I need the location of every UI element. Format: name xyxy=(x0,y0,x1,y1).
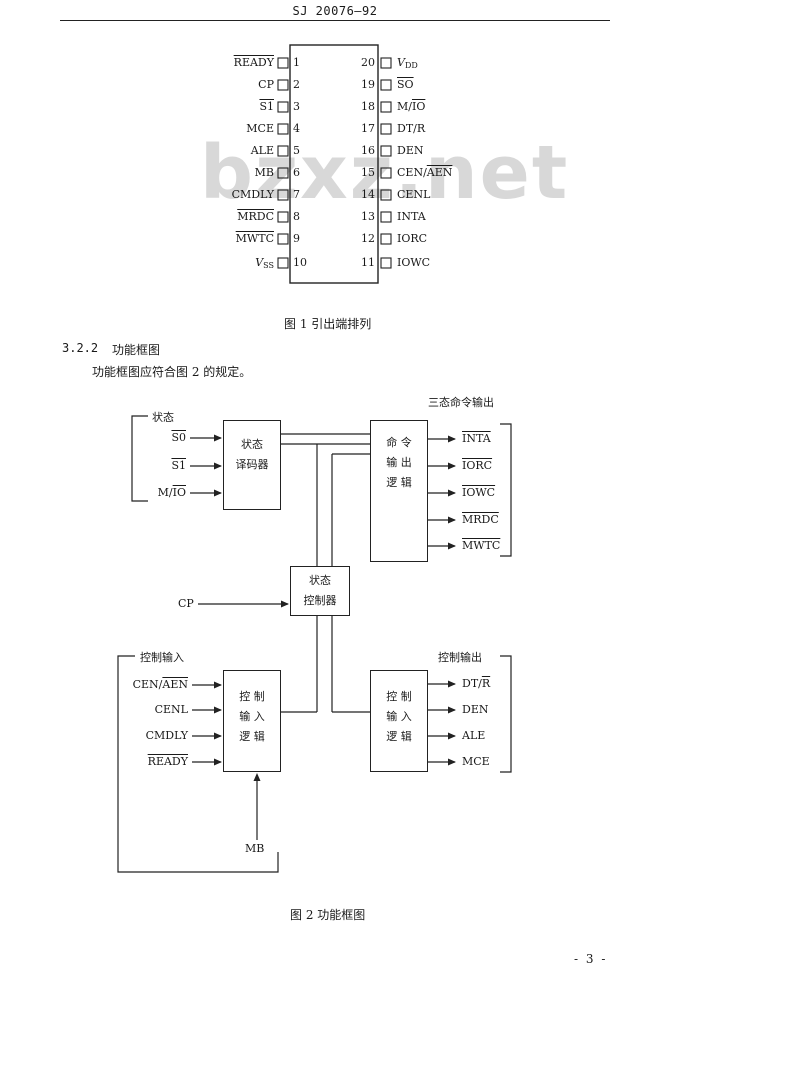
pin17-label: DT/R xyxy=(397,122,426,135)
pin13-label: INTA xyxy=(397,210,426,223)
cmd-output-iowc: IOWC xyxy=(462,486,496,499)
ctrl-output-dtr: DT/R xyxy=(462,677,491,690)
control-input-cenl: CENL xyxy=(154,703,188,716)
status-group-label: 状态 xyxy=(152,411,174,424)
control-output-bracket xyxy=(500,655,512,773)
section-number: 3.2.2 xyxy=(62,341,99,355)
right-pin-squares xyxy=(380,57,392,269)
pin2-label: CP xyxy=(258,78,274,91)
pin5-label: ALE xyxy=(250,144,274,157)
mb-label: MB xyxy=(245,842,265,855)
control-input-ready: READY xyxy=(147,755,188,768)
status-decoder-line1: 状态 xyxy=(241,438,263,451)
pin9-label: MWTC xyxy=(235,232,274,245)
pin18-label: M/IO xyxy=(397,100,426,113)
pin15-num: 15 xyxy=(361,166,375,179)
ctrl-output-ale: ALE xyxy=(462,729,486,742)
pin6-label: MB xyxy=(254,166,274,179)
pin7-label: CMDLY xyxy=(231,188,274,201)
ctrl-output-logic-line2: 输 入 xyxy=(386,710,412,723)
status-bracket xyxy=(131,415,148,502)
pin20-label: VDD xyxy=(397,56,418,70)
cmd-logic-box: 命 令 输 出 逻 辑 xyxy=(370,420,428,562)
pin12-num: 12 xyxy=(361,232,375,245)
pin19-label: SO xyxy=(397,78,414,91)
ctrl-output-logic-box: 控 制 输 入 逻 辑 xyxy=(370,670,428,772)
cmd-output-bracket xyxy=(500,423,512,557)
ctrl-input-logic-line1: 控 制 xyxy=(239,690,265,703)
arrowheads xyxy=(214,434,456,781)
pin16-num: 16 xyxy=(361,144,375,157)
pin10-label: VSS xyxy=(255,256,274,270)
ctrl-output-den: DEN xyxy=(462,703,489,716)
state-controller-line1: 状态 xyxy=(309,574,331,587)
pin12-label: IORC xyxy=(397,232,428,245)
pin1-label: READY xyxy=(233,56,274,69)
cmd-output-mwtc: MWTC xyxy=(462,539,501,552)
section-text: 功能框图应符合图 2 的规定。 xyxy=(92,365,252,379)
ctrl-output-mce: MCE xyxy=(462,755,490,768)
pin20-num: 20 xyxy=(361,56,375,69)
control-input-cmdly: CMDLY xyxy=(145,729,188,742)
pin17-num: 17 xyxy=(361,122,375,135)
status-input-mio: M/IO xyxy=(157,486,186,499)
pin5-num: 5 xyxy=(293,144,300,157)
cmd-output-group-label: 三态命令输出 xyxy=(428,396,494,409)
pin3-label: S1 xyxy=(259,100,274,113)
state-controller-line2: 控制器 xyxy=(303,594,337,607)
figure2-caption: 图 2 功能框图 xyxy=(290,908,366,922)
pin15-label: CEN/AEN xyxy=(397,166,453,179)
pin8-label: MRDC xyxy=(237,210,274,223)
pin7-num: 7 xyxy=(293,188,300,201)
pin2-num: 2 xyxy=(293,78,300,91)
left-pin-squares xyxy=(277,57,289,269)
cmd-logic-line3: 逻 辑 xyxy=(386,476,412,489)
pin10-num: 10 xyxy=(293,256,307,269)
pin16-label: DEN xyxy=(397,144,424,157)
watermark: bzxz.net xyxy=(200,130,570,216)
pin11-label: IOWC xyxy=(397,256,431,269)
pin8-num: 8 xyxy=(293,210,300,223)
pin14-num: 14 xyxy=(361,188,375,201)
figure1-caption: 图 1 引出端排列 xyxy=(284,317,372,331)
status-input-s1: S1 xyxy=(171,459,186,472)
pin4-label: MCE xyxy=(246,122,274,135)
cmd-output-iorc: IORC xyxy=(462,459,493,472)
page-number: - 3 - xyxy=(574,952,608,966)
control-input-group-label: 控制输入 xyxy=(140,651,184,664)
pin4-num: 4 xyxy=(293,122,300,135)
ctrl-input-logic-box: 控 制 输 入 逻 辑 xyxy=(223,670,281,772)
status-decoder-box: 状态 译码器 xyxy=(223,420,281,510)
status-input-s0: S0 xyxy=(171,431,186,444)
ctrl-output-logic-line1: 控 制 xyxy=(386,690,412,703)
status-decoder-line2: 译码器 xyxy=(235,458,269,471)
control-input-bracket xyxy=(117,655,279,873)
cmd-logic-line1: 命 令 xyxy=(386,436,412,449)
pin9-num: 9 xyxy=(293,232,300,245)
ctrl-input-logic-line3: 逻 辑 xyxy=(239,730,265,743)
section-title: 功能框图 xyxy=(112,343,161,357)
cp-label: CP xyxy=(178,597,194,610)
pin1-num: 1 xyxy=(293,56,300,69)
cmd-output-inta: INTA xyxy=(462,432,491,445)
header-rule xyxy=(60,20,610,21)
pin11-num: 11 xyxy=(361,256,375,269)
ctrl-input-logic-line2: 输 入 xyxy=(239,710,265,723)
ic-body xyxy=(289,44,379,284)
pin3-num: 3 xyxy=(293,100,300,113)
pin6-num: 6 xyxy=(293,166,300,179)
state-controller-box: 状态 控制器 xyxy=(290,566,350,616)
control-input-cenaen: CEN/AEN xyxy=(132,678,188,691)
pin14-label: CENL xyxy=(397,188,431,201)
cmd-output-mrdc: MRDC xyxy=(462,513,499,526)
document-header: SJ 20076—92 xyxy=(292,4,378,18)
cmd-logic-line2: 输 出 xyxy=(386,456,412,469)
control-output-group-label: 控制输出 xyxy=(438,651,482,664)
ctrl-output-logic-line3: 逻 辑 xyxy=(386,730,412,743)
pin13-num: 13 xyxy=(361,210,375,223)
pin19-num: 19 xyxy=(361,78,375,91)
pin18-num: 18 xyxy=(361,100,375,113)
